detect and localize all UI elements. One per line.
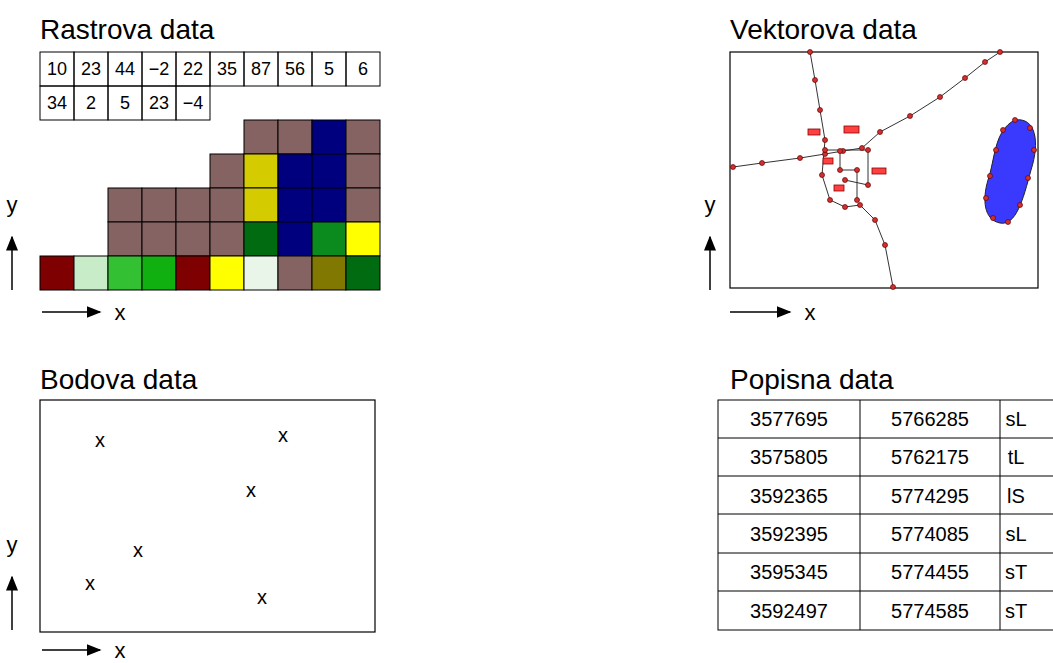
panel-title: Popisna data xyxy=(730,366,893,394)
table-cell: 87 xyxy=(251,60,271,78)
axis-label: y xyxy=(7,534,18,556)
table-cell: 5774295 xyxy=(891,486,969,506)
table-cell: −2 xyxy=(149,60,170,78)
point-marker: x xyxy=(278,425,288,445)
point-marker: x xyxy=(246,480,256,500)
table-cell: 34 xyxy=(47,94,67,112)
table-cell: 23 xyxy=(149,94,169,112)
table-cell: 56 xyxy=(285,60,305,78)
axis-arrows xyxy=(12,237,790,650)
axis-label: x xyxy=(115,302,126,324)
map-frame xyxy=(730,52,1038,288)
attribute-table xyxy=(718,400,1053,630)
axis-label: x xyxy=(115,640,126,662)
table-cell: tL xyxy=(1008,447,1025,467)
point-marker: x xyxy=(257,587,267,607)
table-cell: 3592395 xyxy=(750,524,828,544)
point-frame xyxy=(40,400,375,632)
axis-label: y xyxy=(705,194,716,216)
table-cell: 5766285 xyxy=(891,409,969,429)
table-cell: 5774085 xyxy=(891,524,969,544)
table-cell: 10 xyxy=(47,60,67,78)
table-cell: lS xyxy=(1007,486,1025,506)
point-marker: x xyxy=(85,573,95,593)
axis-label: y xyxy=(7,194,18,216)
table-cell: 6 xyxy=(358,60,368,78)
table-cell: 3575805 xyxy=(750,447,828,467)
panel-title: Rastrova data xyxy=(40,16,214,44)
axis-label: x xyxy=(805,302,816,324)
table-cell: 5774455 xyxy=(891,562,969,582)
point-marker: x xyxy=(95,430,105,450)
table-cell: 22 xyxy=(183,60,203,78)
point-marker: x xyxy=(133,540,143,560)
table-cell: 2 xyxy=(86,94,96,112)
panel-title: Vektorova data xyxy=(730,16,917,44)
raster-grid xyxy=(40,52,380,290)
table-cell: sT xyxy=(1005,562,1027,582)
table-cell: 5 xyxy=(324,60,334,78)
table-cell: 44 xyxy=(115,60,135,78)
table-cell: −4 xyxy=(183,94,204,112)
table-cell: 5774585 xyxy=(891,601,969,621)
table-cell: sL xyxy=(1005,409,1026,429)
buildings xyxy=(808,126,886,191)
table-cell: sT xyxy=(1005,601,1027,621)
panel-title: Bodova data xyxy=(40,366,197,394)
table-cell: 3595345 xyxy=(750,562,828,582)
table-cell: 3592497 xyxy=(750,601,828,621)
table-cell: sL xyxy=(1005,524,1026,544)
lake xyxy=(985,120,1036,223)
road-lines xyxy=(733,52,1000,287)
table-cell: 35 xyxy=(217,60,237,78)
table-cell: 5762175 xyxy=(891,447,969,467)
table-cell: 23 xyxy=(81,60,101,78)
table-cell: 3592365 xyxy=(750,486,828,506)
table-cell: 3577695 xyxy=(750,409,828,429)
table-cell: 5 xyxy=(120,94,130,112)
vertex-points xyxy=(731,50,1037,290)
